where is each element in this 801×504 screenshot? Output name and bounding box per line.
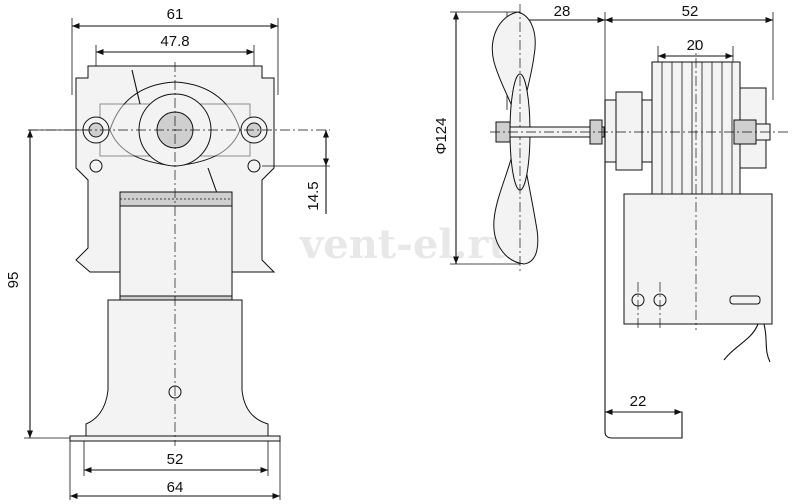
- dim-52-base-label: 52: [167, 451, 184, 468]
- front-stand: [85, 299, 269, 437]
- dim-52-side-label: 52: [682, 3, 699, 20]
- front-coil: [119, 191, 233, 311]
- dim-64-label: 64: [167, 479, 184, 496]
- dim-20-label: 20: [687, 37, 704, 54]
- dim-47-8-label: 47.8: [160, 33, 189, 50]
- side-view: 28 52 20 22 Φ124: [433, 3, 790, 439]
- dim-95-label: 95: [5, 272, 22, 289]
- dim-28-label: 28: [554, 3, 571, 20]
- watermark: vent-el.ru: [299, 221, 518, 268]
- dim-22-label: 22: [630, 393, 647, 410]
- dim-61-label: 61: [167, 6, 184, 23]
- dim-phi124-label: Φ124: [433, 118, 450, 155]
- front-view: 61 47.8 52 64 95 14.5: [5, 6, 330, 500]
- dim-14-5-label: 14.5: [305, 181, 322, 210]
- fan-blade-lower: [493, 139, 539, 265]
